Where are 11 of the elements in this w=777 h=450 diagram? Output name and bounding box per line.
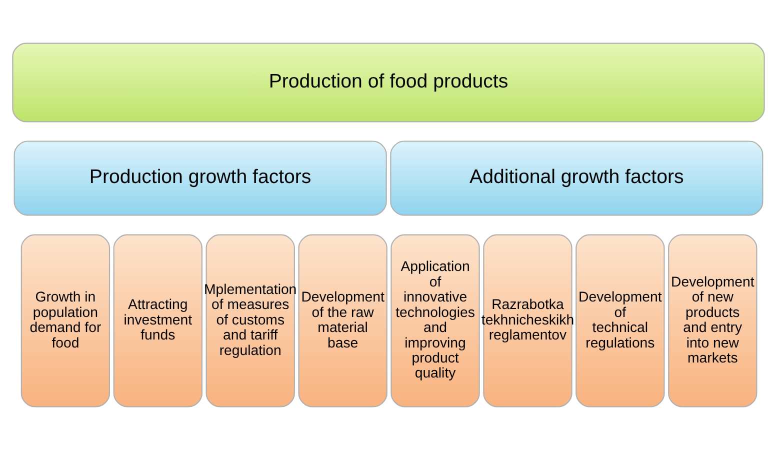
node-box: Razrabotka tekhnicheskikh reglamentov <box>483 234 572 408</box>
node-box: Development of the raw material base <box>298 234 388 408</box>
node-box: Application of innovative technologies and improving product quality <box>390 234 480 408</box>
node-box: Development of technical regulations <box>576 234 665 408</box>
node-box: Mplementation of measures of customs and tariff regulation <box>206 234 295 408</box>
node-box: Production of food products <box>12 42 765 122</box>
node-box: Growth in population demand for food <box>20 234 110 408</box>
node-box: Production growth factors <box>14 140 387 216</box>
node-box: Attracting investment funds <box>113 234 202 408</box>
node-box: Additional growth factors <box>390 140 764 216</box>
node-box: Development of new products and entry into new markets <box>668 234 758 408</box>
